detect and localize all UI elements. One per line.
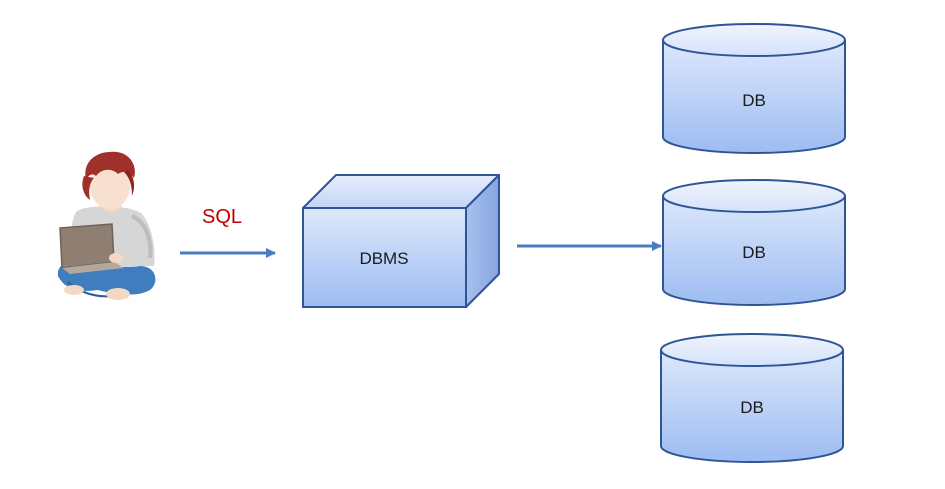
- database-cylinder-1: DB: [662, 23, 846, 154]
- dbms-label: DBMS: [359, 249, 408, 268]
- sql-query-label: SQL: [202, 206, 242, 228]
- db-label-2: DB: [742, 243, 766, 262]
- database-cylinder-2: DB: [662, 179, 846, 306]
- person-with-laptop-icon: [57, 151, 156, 300]
- db-label-1: DB: [742, 91, 766, 110]
- dbms-box-front-face: [302, 207, 467, 308]
- database-cylinder-3: DB: [660, 333, 844, 463]
- db-label-3: DB: [740, 398, 764, 417]
- dbms-box: DBMS: [302, 174, 500, 308]
